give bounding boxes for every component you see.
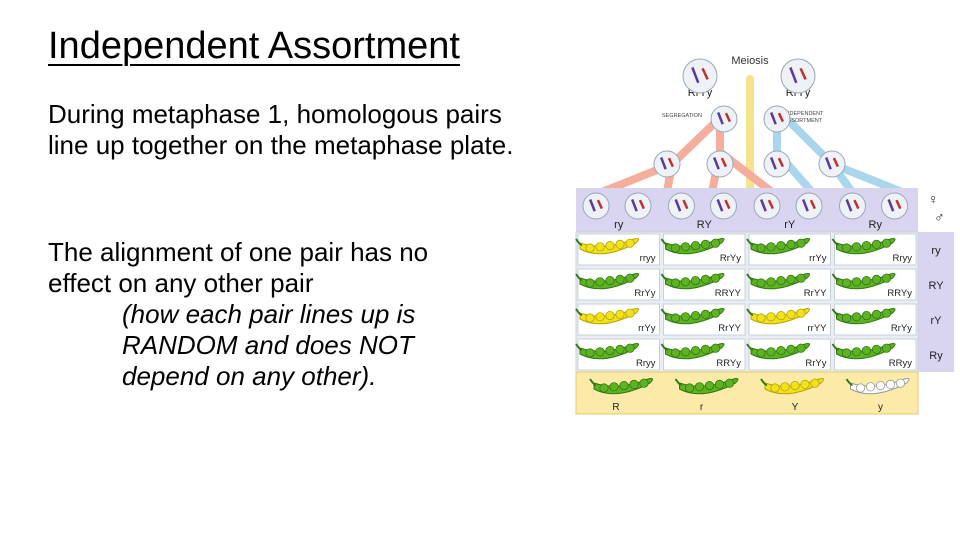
gamete-cells-top: ry RY rY Ry <box>582 192 908 231</box>
gamete-label-side: rY <box>931 315 943 327</box>
pea-pod-icon <box>746 343 811 360</box>
pea-pod-icon <box>575 308 640 325</box>
assortment-label-line2: ASSORTMENT <box>784 118 823 124</box>
allele-key-label: Y <box>792 402 799 413</box>
offspring-genotype: RrYY <box>804 288 827 299</box>
paragraph-metaphase: During metaphase 1, homologous pairs lin… <box>48 99 514 160</box>
meiosis-cells <box>653 58 846 178</box>
paragraph-line-1: The alignment of one pair has no <box>48 237 429 267</box>
offspring-genotype: RrYy <box>805 358 826 369</box>
offspring-genotype: RRyy <box>889 358 912 369</box>
gamete-cell <box>624 192 652 220</box>
pea-pod-icon <box>575 343 640 360</box>
gamete-label-side: RY <box>928 280 944 292</box>
offspring-genotype: RRYy <box>887 288 912 299</box>
paragraph-indented-line-1: (how each pair lines up is <box>122 299 416 329</box>
male-symbol: ♂ <box>934 209 945 225</box>
offspring-genotype: rryy <box>640 253 656 264</box>
pea-pod-icon <box>674 378 739 395</box>
segregation-label: SEGREGATION <box>662 113 702 119</box>
meiosis-cell <box>653 150 681 178</box>
offspring-genotype: rrYy <box>638 323 656 334</box>
pea-pod-icon <box>660 273 725 290</box>
paragraph-alignment: The alignment of one pair has no effect … <box>48 237 548 392</box>
assortment-label-line1: INDEPENDENT <box>784 111 824 117</box>
gamete-label-side: Ry <box>929 350 943 362</box>
pea-pod-icon <box>660 343 725 360</box>
offspring-genotype: rrYY <box>808 323 828 334</box>
pea-pod-icon <box>660 238 725 255</box>
gamete-cell <box>795 192 823 220</box>
offspring-genotype: RrYy <box>720 253 741 264</box>
offspring-genotype: RrYy <box>634 288 655 299</box>
gamete-label-top: rY <box>784 219 796 231</box>
pea-pod-icon <box>575 238 640 255</box>
gamete-cell <box>668 192 695 220</box>
meiosis-cell <box>780 58 816 94</box>
gamete-cell <box>839 192 866 220</box>
pea-pod-icon <box>760 378 825 395</box>
meiosis-cell <box>706 150 734 178</box>
meiosis-cell <box>710 105 738 133</box>
meiosis-heading: Meiosis <box>731 55 769 67</box>
pea-pod-icon <box>660 308 725 325</box>
slide-title: Independent Assortment <box>48 25 460 67</box>
pea-pod-icon <box>831 273 896 290</box>
pea-pod-icon <box>831 308 896 325</box>
pea-pod-icon <box>589 378 654 395</box>
allele-key-label: r <box>700 402 704 413</box>
lineage-lines <box>598 75 906 196</box>
gamete-label-top: Ry <box>869 219 883 231</box>
gamete-label-side: ry <box>931 245 941 257</box>
offspring-genotype: Rryy <box>636 358 656 369</box>
pea-pod-icon <box>575 273 640 290</box>
pea-pod-icon <box>845 378 910 395</box>
meiosis-cell <box>763 150 791 178</box>
offspring-genotype: RRYY <box>715 288 742 299</box>
pea-pod-icon <box>831 238 896 255</box>
paragraph-indented-line-2: RANDOM and does NOT <box>122 330 414 360</box>
gamete-cell <box>881 192 908 220</box>
pea-pod-icon <box>746 273 811 290</box>
offspring-genotype: RrYY <box>718 323 741 334</box>
side-header-band <box>918 232 954 372</box>
pea-pod-icon <box>746 308 811 325</box>
punnett-square-figure: Meiosis RrYy RrYy SEGREGATION INDEPENDEN… <box>572 44 956 420</box>
meiosis-cell <box>682 58 718 94</box>
paragraph-line-2: effect on any other pair <box>48 268 314 298</box>
female-symbol: ♀ <box>928 191 939 207</box>
offspring-genotype: RRYy <box>716 358 741 369</box>
offspring-genotype: Rryy <box>892 253 912 264</box>
offspring-genotype: RrYy <box>891 323 912 334</box>
gamete-cell <box>753 192 781 220</box>
meiosis-cell <box>818 150 846 178</box>
paragraph-indented-line-3: depend on any other). <box>122 361 377 391</box>
gamete-label-top: ry <box>614 219 624 231</box>
gamete-cell <box>710 192 737 220</box>
meiosis-cell <box>763 105 791 133</box>
pea-pod-icon <box>831 343 896 360</box>
pea-pod-icon <box>746 238 811 255</box>
offspring-genotype: rrYy <box>809 253 827 264</box>
gamete-cell <box>582 192 610 220</box>
allele-key-label: R <box>612 402 619 413</box>
allele-key-label: y <box>878 402 883 413</box>
gamete-label-top: RY <box>697 219 713 231</box>
